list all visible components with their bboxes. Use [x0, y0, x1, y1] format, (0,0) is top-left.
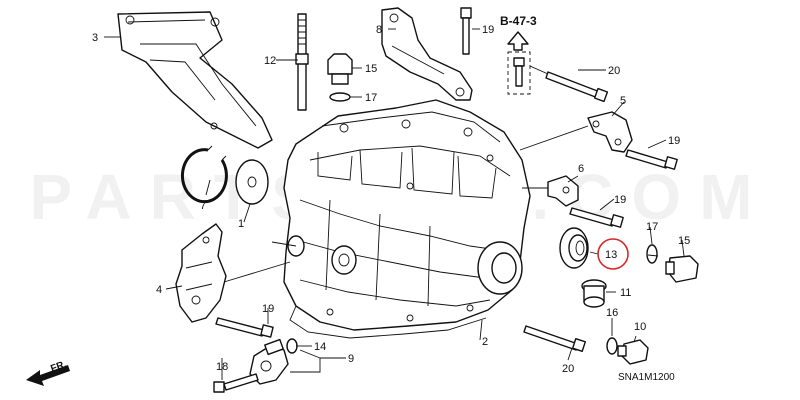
part-17-washer-top[interactable] [329, 92, 351, 102]
callout-3[interactable]: 3 [92, 32, 98, 44]
callout-11[interactable]: 11 [620, 287, 631, 299]
callout-2[interactable]: 2 [482, 336, 488, 348]
callout-15-right[interactable]: 15 [678, 235, 690, 247]
callout-20-bottom[interactable]: 20 [562, 363, 574, 375]
front-marker-label: FR. [49, 359, 68, 375]
part-9-switch[interactable] [249, 338, 289, 385]
callout-19-mid[interactable]: 19 [614, 194, 626, 206]
reference-tag[interactable]: B-47-3 [500, 14, 537, 28]
front-arrow-icon [26, 365, 70, 386]
callout-7[interactable]: 7 [200, 200, 206, 212]
part-4-bracket[interactable] [175, 223, 227, 323]
callout-19-right[interactable]: 19 [668, 135, 680, 147]
part-15-plug-right[interactable] [665, 255, 699, 283]
part-15-plug-top[interactable] [327, 53, 353, 85]
part-19-bolt-right[interactable] [625, 149, 678, 170]
callouts: 3 12 15 17 8 19 20 5 19 6 19 7 1 4 2 11 … [92, 24, 690, 375]
leader-lines [104, 28, 685, 380]
part-2-transmission-case[interactable] [283, 99, 531, 339]
callout-17-right[interactable]: 17 [646, 221, 658, 233]
part-12-stud-bolt[interactable] [295, 13, 309, 111]
highlight-circle-13 [597, 238, 629, 270]
part-10-plug[interactable] [617, 339, 649, 365]
part-6-bracket[interactable] [547, 175, 579, 207]
reference-box[interactable] [507, 31, 531, 95]
part-16-washer[interactable] [606, 337, 618, 355]
callout-19-top[interactable]: 19 [482, 24, 494, 36]
callout-17-top[interactable]: 17 [365, 92, 377, 104]
part-18-bolt[interactable] [213, 373, 259, 393]
callout-9[interactable]: 9 [348, 353, 354, 365]
callout-12[interactable]: 12 [264, 55, 276, 67]
callout-15-top[interactable]: 15 [365, 63, 377, 75]
callout-14[interactable]: 14 [314, 341, 326, 353]
part-8-bracket[interactable] [381, 7, 473, 101]
part-3-shield[interactable] [117, 11, 273, 149]
callout-1[interactable]: 1 [238, 218, 244, 230]
part-17-washer-right[interactable] [646, 244, 658, 264]
callout-8[interactable]: 8 [376, 24, 382, 36]
callout-4[interactable]: 4 [156, 284, 162, 296]
part-5-bracket[interactable] [587, 111, 633, 153]
callout-6[interactable]: 6 [578, 163, 584, 175]
part-19-bolt-top[interactable] [460, 7, 472, 55]
callout-16[interactable]: 16 [606, 307, 618, 319]
callout-5[interactable]: 5 [620, 95, 626, 107]
part-14-o-ring[interactable] [286, 338, 298, 354]
part-19-bolt-mid[interactable] [569, 207, 624, 228]
part-1-shim[interactable] [235, 159, 269, 205]
part-11-plug[interactable] [581, 279, 607, 308]
part-19-bolt-lower-left[interactable] [215, 317, 274, 338]
callout-13[interactable]: 13 [605, 249, 617, 261]
part-20-bolt-top[interactable] [545, 71, 609, 103]
diagram-code: SNA1M1200 [618, 372, 675, 383]
part-7-snap-ring[interactable] [180, 145, 228, 204]
callout-19-lower[interactable]: 19 [262, 303, 274, 315]
callout-18[interactable]: 18 [216, 361, 228, 373]
part-13-oil-seal[interactable] [559, 227, 589, 269]
part-20-bolt-bottom[interactable] [523, 325, 587, 353]
callout-20-top[interactable]: 20 [608, 65, 620, 77]
callout-10[interactable]: 10 [634, 321, 646, 333]
